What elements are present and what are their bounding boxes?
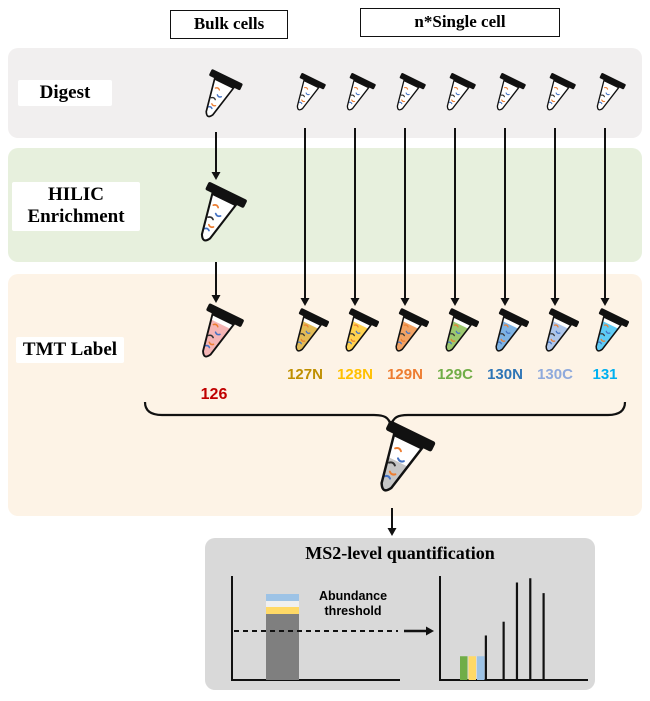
- hilic-enrichment-label: HILIC Enrichment: [12, 182, 140, 231]
- abundance-threshold-label: Abundance threshold: [318, 589, 388, 618]
- channel-label-130C: 130C: [537, 366, 573, 383]
- channel-label-127N: 127N: [287, 366, 323, 383]
- tmt-label: TMT Label: [16, 337, 124, 364]
- channel-label-131: 131: [592, 366, 618, 383]
- single-cell-box: n*Single cell: [360, 8, 560, 37]
- tmt-band: [8, 274, 642, 516]
- channel-label-129N: 129N: [387, 366, 423, 383]
- bulk-cells-box: Bulk cells: [170, 10, 288, 39]
- channel-label-128N: 128N: [337, 366, 373, 383]
- ms2-title: MS2-level quantification: [305, 543, 495, 563]
- digest-label: Digest: [18, 80, 112, 107]
- channel-label-129C: 129C: [437, 366, 473, 383]
- channel-label-126: 126: [200, 386, 228, 403]
- digest-band: [8, 48, 642, 138]
- channel-label-130N: 130N: [487, 366, 523, 383]
